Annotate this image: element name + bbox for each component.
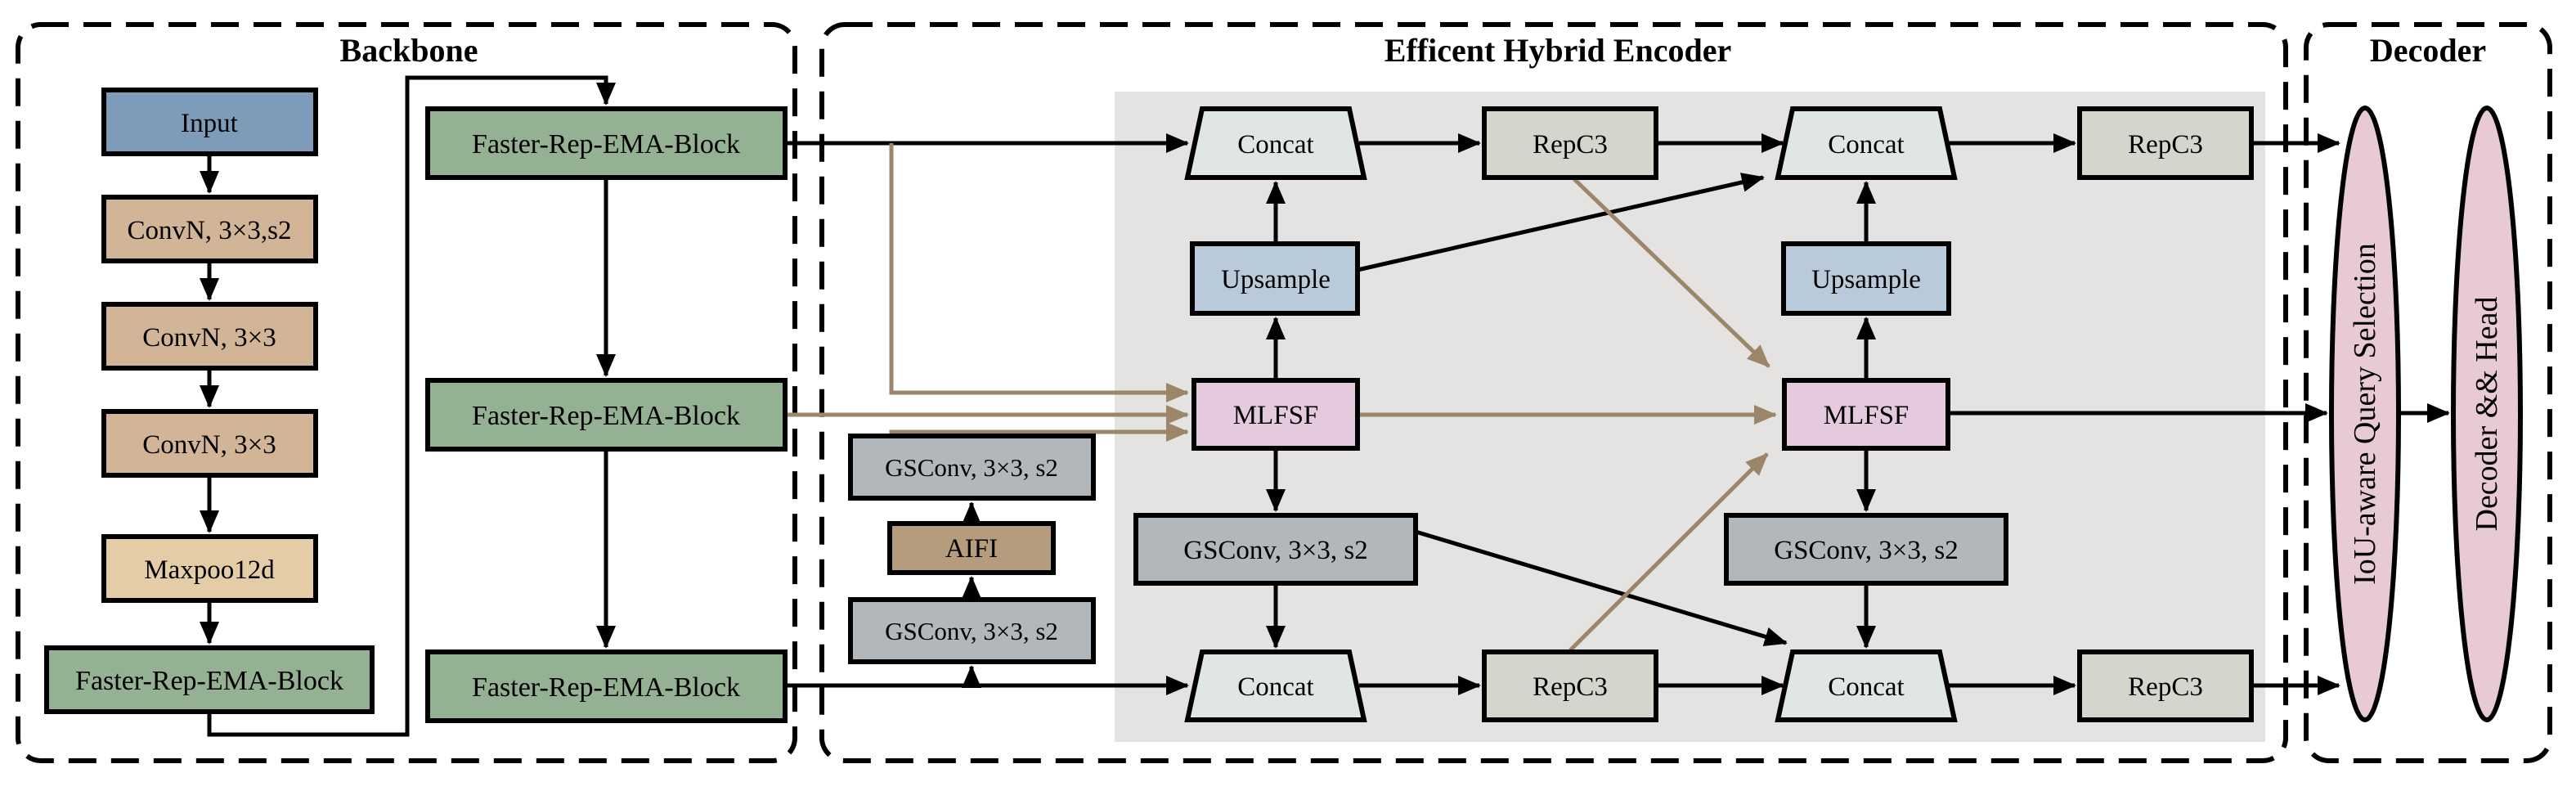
gsconv-pre-top-box	[848, 434, 1096, 501]
decoder-title: Decoder	[2370, 32, 2486, 69]
backbone-title: Backbone	[340, 32, 478, 69]
concat2-shape	[1775, 106, 1958, 180]
decoder-container	[2304, 22, 2552, 763]
faster-p4-box	[425, 378, 788, 452]
arrow-repc3-1-to-mlfsf2-diagonal	[1573, 178, 1770, 368]
black-connections	[200, 75, 2450, 737]
node-gsconv-pre-bottom: GSConv, 3×3, s2	[848, 597, 1096, 664]
conv1-box	[101, 195, 318, 263]
node-mlfsf2: MLFSF	[1782, 378, 1950, 451]
maxpool-label: Maxpoo12d	[144, 555, 275, 585]
repc3-3-box	[1482, 649, 1658, 722]
node-concat3: Concat	[1184, 649, 1367, 722]
node-repc3-4: RepC3	[2077, 649, 2254, 722]
conv2-label: ConvN, 3×3	[142, 323, 276, 353]
upsample1-label: Upsample	[1221, 265, 1331, 294]
conv2-box	[101, 302, 318, 371]
node-gsconv-mid2: GSConv, 3×3, s2	[1724, 513, 2008, 586]
node-concat2: Concat	[1775, 106, 1958, 180]
repc3-3-label: RepC3	[1533, 672, 1608, 702]
mlfsf2-label: MLFSF	[1824, 401, 1910, 430]
conv3-box	[101, 409, 318, 478]
query-selection-label: IoU-aware Query Selection	[2348, 243, 2382, 585]
repc3-4-label: RepC3	[2128, 672, 2203, 702]
gsconv-pre-bottom-box	[848, 597, 1096, 664]
mlfsf1-box	[1192, 378, 1360, 451]
arrow-repc3-3-to-mlfsf2-diagonal	[1568, 452, 1769, 652]
gsconv-mid1-label: GSConv, 3×3, s2	[1183, 536, 1368, 565]
node-faster-p4: Faster-Rep-EMA-Block	[425, 378, 788, 452]
repc3-4-box	[2077, 649, 2254, 722]
concat3-shape	[1184, 649, 1367, 722]
node-conv2: ConvN, 3×3	[101, 302, 318, 371]
aifi-label: AIFI	[945, 534, 998, 564]
faster-p3-label: Faster-Rep-EMA-Block	[472, 129, 740, 160]
arrow-faster-p3-to-mlfsf1	[889, 143, 1189, 402]
mlfsf2-box	[1782, 378, 1950, 451]
node-upsample2: Upsample	[1781, 241, 1951, 316]
gsconv-mid1-box	[1133, 513, 1418, 586]
conv3-label: ConvN, 3×3	[142, 430, 276, 460]
node-concat1: Concat	[1184, 106, 1367, 180]
faster-stem-box	[44, 645, 375, 714]
faster-stem-label: Faster-Rep-EMA-Block	[75, 666, 343, 696]
encoder-container	[819, 22, 2288, 763]
repc3-1-label: RepC3	[1533, 130, 1608, 160]
gsconv-mid2-box	[1724, 513, 2008, 586]
node-faster-stem: Faster-Rep-EMA-Block	[44, 645, 375, 714]
arrow-faster-stem-to-faster-p3	[207, 75, 616, 737]
encoder-title: Efficent Hybrid Encoder	[1384, 32, 1731, 69]
node-faster-p5: Faster-Rep-EMA-Block	[425, 649, 788, 723]
upsample1-box	[1190, 241, 1360, 316]
concat3-label: Concat	[1237, 672, 1313, 702]
input-label: Input	[181, 109, 238, 138]
node-conv3: ConvN, 3×3	[101, 409, 318, 478]
maxpool-box	[101, 534, 318, 603]
decoder-head-shape	[2451, 106, 2523, 722]
gsconv-pre-bottom-label: GSConv, 3×3, s2	[885, 617, 1058, 645]
arrow-gsconv-mid1-to-concat4-diagonal	[1415, 529, 1788, 647]
node-gsconv-mid1: GSConv, 3×3, s2	[1133, 513, 1418, 586]
concat2-label: Concat	[1828, 130, 1904, 160]
node-query-selection: IoU-aware Query Selection	[2329, 106, 2401, 722]
arrow-upsample1-to-concat2-diagonal	[1357, 173, 1765, 272]
upsample2-label: Upsample	[1811, 265, 1921, 294]
faster-p5-label: Faster-Rep-EMA-Block	[472, 672, 740, 703]
backbone-container	[16, 22, 797, 763]
concat4-shape	[1775, 649, 1958, 722]
node-repc3-2: RepC3	[2077, 106, 2254, 180]
node-repc3-3: RepC3	[1482, 649, 1658, 722]
gsconv-mid2-label: GSConv, 3×3, s2	[1774, 536, 1959, 565]
faster-p3-box	[425, 106, 788, 180]
node-upsample1: Upsample	[1190, 241, 1360, 316]
repc3-2-label: RepC3	[2128, 130, 2203, 160]
node-concat4: Concat	[1775, 649, 1958, 722]
node-input: Input	[101, 88, 318, 156]
repc3-2-box	[2077, 106, 2254, 180]
conv1-label: ConvN, 3×3,s2	[127, 216, 291, 245]
concat4-label: Concat	[1828, 672, 1904, 702]
mlfsf1-label: MLFSF	[1233, 401, 1319, 430]
query-selection-shape	[2329, 106, 2401, 722]
node-aifi: AIFI	[887, 521, 1056, 575]
node-repc3-1: RepC3	[1482, 106, 1658, 180]
repc3-1-box	[1482, 106, 1658, 180]
input-box	[101, 88, 318, 156]
node-decoder-head: Decoder && Head	[2451, 106, 2523, 722]
upsample2-box	[1781, 241, 1951, 316]
node-mlfsf1: MLFSF	[1192, 378, 1360, 451]
concat1-label: Concat	[1237, 130, 1313, 160]
gsconv-pre-top-label: GSConv, 3×3, s2	[885, 453, 1058, 482]
node-faster-p3: Faster-Rep-EMA-Block	[425, 106, 788, 180]
faster-p4-label: Faster-Rep-EMA-Block	[472, 401, 740, 431]
aifi-box	[887, 521, 1056, 575]
node-maxpool: Maxpoo12d	[101, 534, 318, 603]
faster-p5-box	[425, 649, 788, 723]
decoder-head-label: Decoder && Head	[2470, 297, 2504, 532]
node-gsconv-pre-top: GSConv, 3×3, s2	[848, 434, 1096, 501]
node-conv1: ConvN, 3×3,s2	[101, 195, 318, 263]
concat1-shape	[1184, 106, 1367, 180]
